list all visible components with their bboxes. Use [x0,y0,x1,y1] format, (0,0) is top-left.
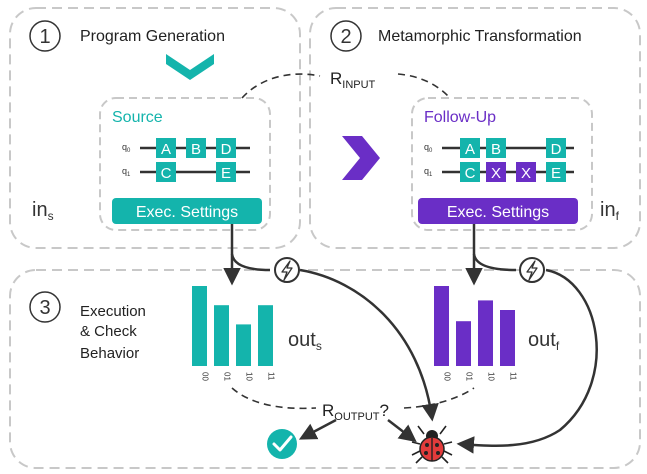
source-circuit: q0 q1 A B D C E [122,138,250,182]
section-1-frame [9,7,301,249]
section-1-number-circle [29,20,61,52]
followup-tick-label-11: 11 [509,372,518,381]
source-bar-10 [236,324,251,366]
followup-bar-01 [456,321,471,366]
source-bar-11 [258,305,273,366]
followup-gate-a [460,138,480,158]
followup-tick-label-01: 01 [465,372,474,381]
followup-circuit: q0 q1 A B D C X X E [424,138,574,182]
followup-fault-arrow [456,268,598,454]
source-tick-label-00: 00 [201,372,210,381]
followup-gate-b [486,138,506,158]
source-input-label: ins [32,199,54,223]
source-output-label: outs [288,329,322,353]
relation-input-label: RINPUT [330,69,376,91]
followup-bar-00 [434,286,449,366]
source-gate-c [156,162,176,182]
followup-gate-e [546,162,566,182]
followup-bar-11 [500,310,515,366]
followup-output-chart: 00 01 10 11 [434,286,518,381]
section-2-number-circle [330,20,362,52]
relation-input-line-right [397,73,449,97]
followup-qubit-1-label: q1 [424,166,433,178]
followup-gate-x1-label: X [491,165,501,182]
relation-output-label: ROUTPUT? [322,401,389,423]
followup-gate-a-label: A [465,141,475,158]
source-qubit-1-label: q1 [122,166,131,178]
relation-output-line-left [231,387,317,410]
followup-exec-settings [418,198,578,224]
followup-bar-10 [478,300,493,366]
followup-gate-x1 [486,162,506,182]
followup-gate-x2-label: X [521,165,531,182]
section-2-number: 2 [340,26,351,48]
source-gate-d [216,138,236,158]
section-1-number: 1 [39,26,50,48]
source-tick-label-11: 11 [267,372,276,381]
source-gate-d-label: D [221,141,232,158]
followup-title: Follow-Up [424,109,496,126]
source-gate-b-label: B [191,141,201,158]
followup-gate-c [460,162,480,182]
check-circle-icon [267,429,297,459]
section-2-title: Metamorphic Transformation [378,28,582,45]
section-3-title-line1: Execution [80,303,146,320]
followup-gate-e-label: E [551,165,561,182]
source-exec-settings-label: Exec. Settings [136,204,238,221]
source-gate-a [156,138,176,158]
followup-tick-label-10: 10 [487,372,496,381]
section-3-title-line3: Behavior [80,345,139,362]
source-fault-arrow [299,268,439,422]
source-gate-b [186,138,206,158]
source-gate-e-label: E [221,165,231,182]
followup-gate-x2 [516,162,536,182]
lightning-icon [519,257,545,283]
followup-qubit-0-label: q0 [424,142,433,154]
followup-tick-label-00: 00 [443,372,452,381]
lightning-icon [274,257,300,283]
relation-output-line-right [403,387,475,409]
source-tick-label-01: 01 [223,372,232,381]
bug-icon [411,425,453,464]
followup-gate-d-label: D [551,141,562,158]
followup-program-frame [411,97,593,231]
followup-fault-branch [472,253,517,272]
section-3-number: 3 [39,297,50,319]
followup-gate-b-label: B [491,141,501,158]
source-exec-settings [112,198,262,224]
source-qubit-0-label: q0 [122,142,131,154]
source-title: Source [112,109,163,126]
section-3-title-line2: & Check [80,323,137,340]
source-fault-branch [230,253,271,272]
followup-gate-c-label: C [465,165,476,182]
source-gate-c-label: C [161,165,172,182]
section-3-frame [9,269,641,469]
source-program-frame [99,97,271,231]
relation-input-line-left [241,73,321,99]
followup-gate-d [546,138,566,158]
followup-input-label: inf [600,199,620,223]
source-gate-a-label: A [161,141,171,158]
source-output-chart: 00 01 10 11 [192,286,276,381]
followup-output-label: outf [528,329,560,353]
result-pass-arrow [298,418,337,440]
chevron-down-icon [166,54,214,80]
source-bar-00 [192,286,207,366]
result-fail-arrow [387,419,417,443]
followup-exec-settings-label: Exec. Settings [447,204,549,221]
section-3-number-circle [29,291,61,323]
source-bar-01 [214,305,229,366]
source-tick-label-10: 10 [245,372,254,381]
section-1-title: Program Generation [80,28,225,45]
chevron-right-icon [342,136,380,180]
source-gate-e [216,162,236,182]
